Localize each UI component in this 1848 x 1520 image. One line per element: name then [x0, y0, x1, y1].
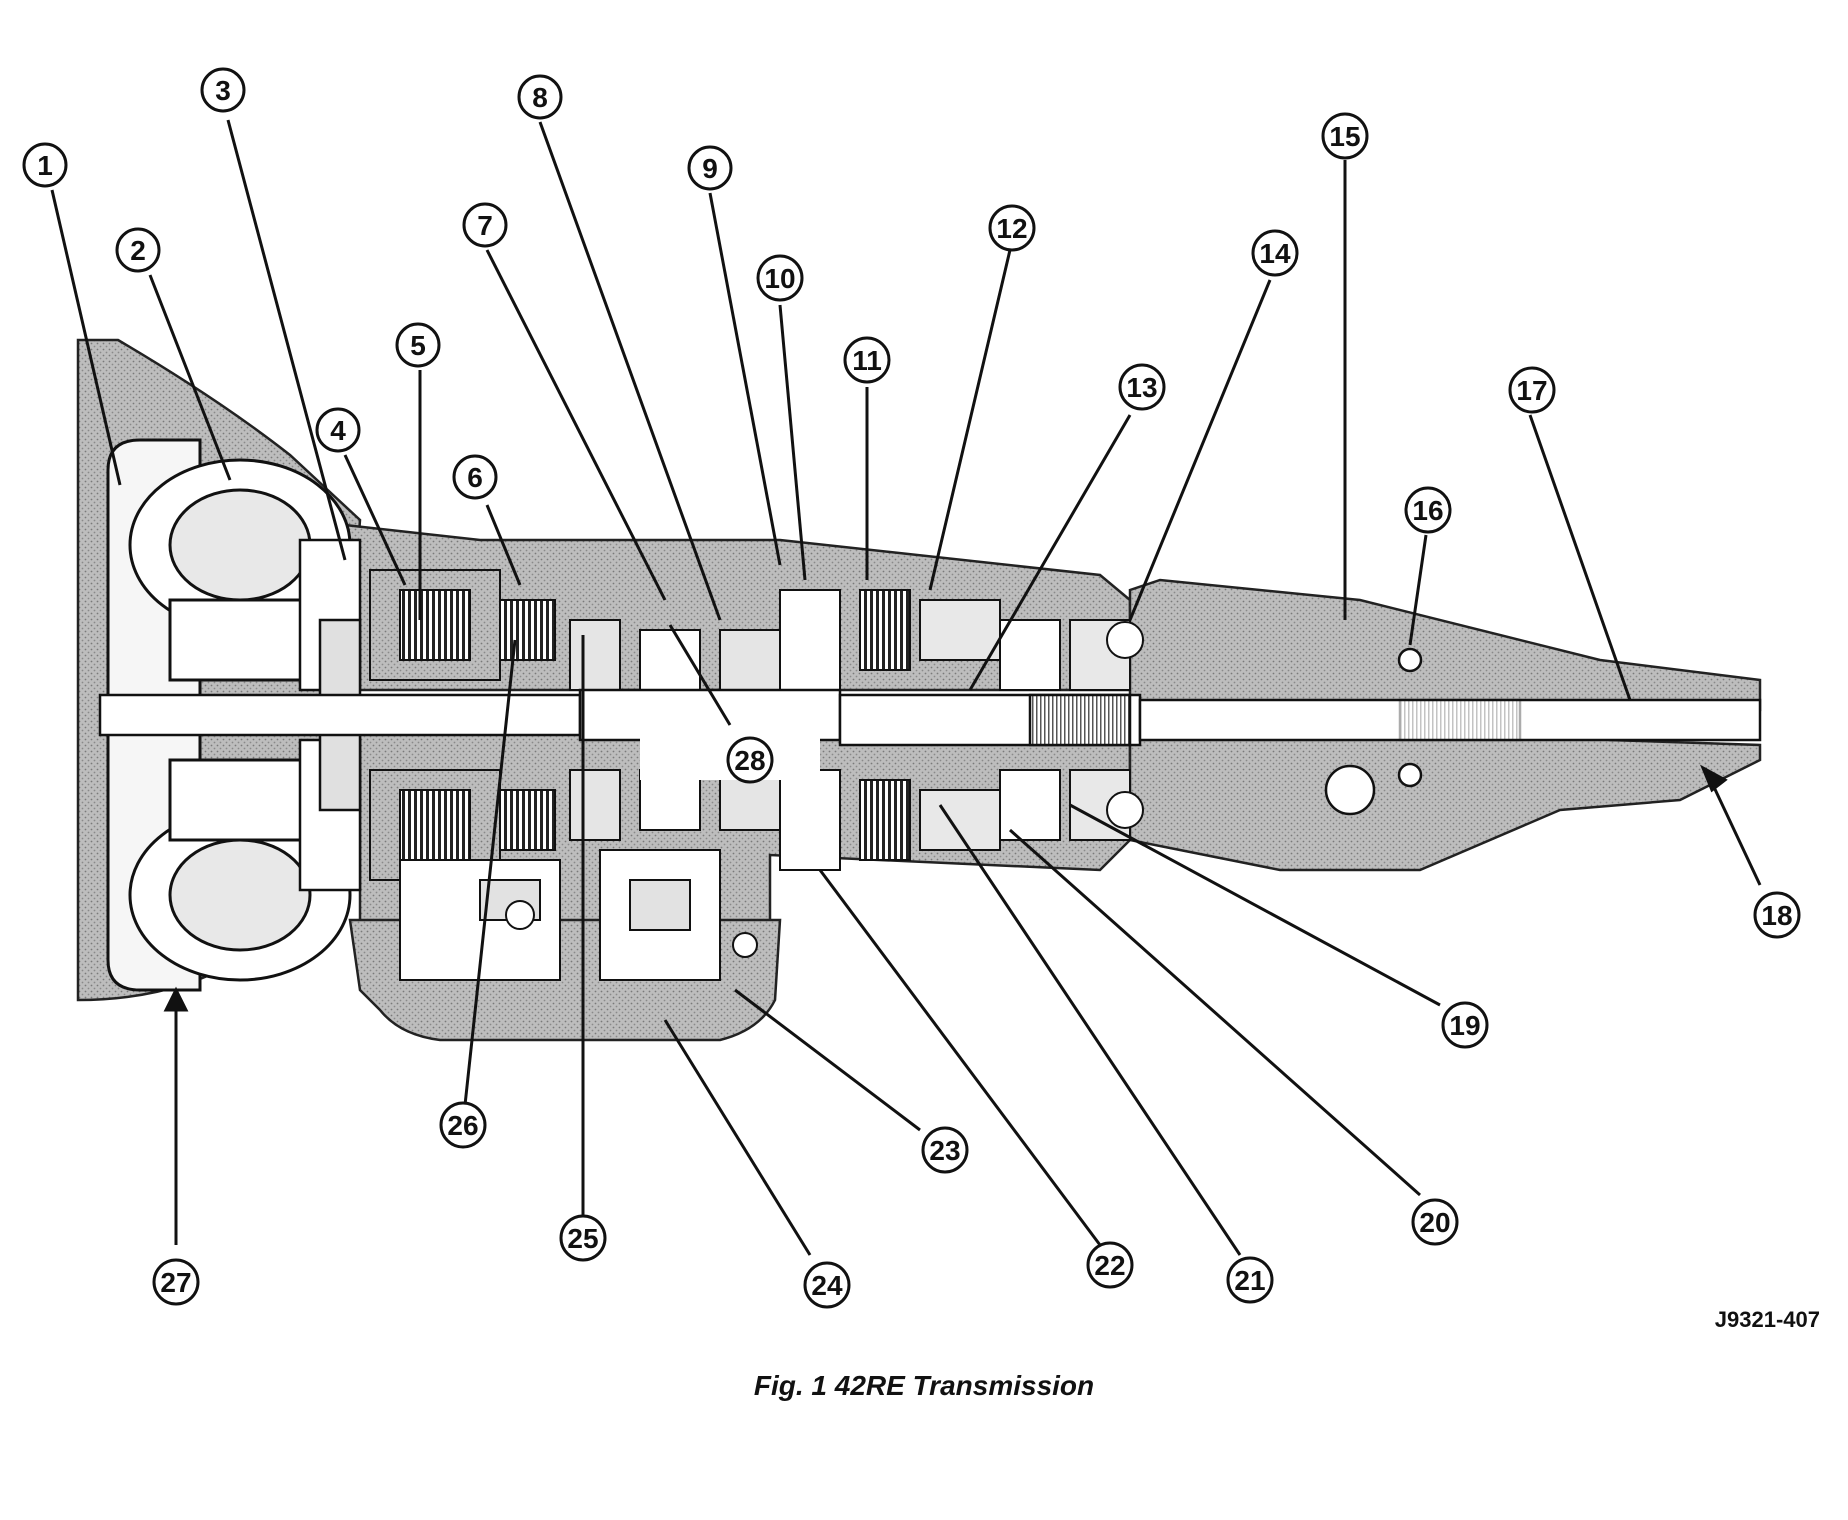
svg-text:8: 8 [532, 82, 548, 113]
leader-16 [1408, 534, 1428, 646]
callout-9: 9 [687, 145, 733, 191]
leader-19 [1069, 803, 1441, 1007]
svg-text:15: 15 [1329, 121, 1360, 152]
overdrive-clutch-lower [859, 779, 911, 861]
leader-20 [1009, 828, 1421, 1197]
callout-10: 10 [756, 254, 804, 302]
callout-12: 12 [988, 204, 1036, 252]
leader-10 [778, 304, 807, 581]
leader-26 [463, 639, 517, 1106]
svg-text:7: 7 [477, 210, 493, 241]
leader-28 [668, 624, 732, 726]
callout-17: 17 [1508, 366, 1556, 414]
leader-2 [148, 274, 232, 481]
callout-23: 23 [921, 1126, 969, 1174]
callout-6: 6 [452, 454, 498, 500]
callout-11: 11 [843, 336, 891, 384]
callout-markers: 1 2 3 4 5 6 7 8 9 10 11 12 13 14 15 16 1… [22, 67, 1801, 1309]
rear-clutch-upper [499, 599, 556, 661]
leader-23 [734, 988, 921, 1132]
svg-text:1: 1 [37, 150, 53, 181]
svg-text:4: 4 [330, 415, 346, 446]
leader-3 [226, 119, 347, 561]
svg-text:10: 10 [764, 263, 795, 294]
leader-13 [968, 414, 1132, 691]
svg-text:12: 12 [996, 213, 1027, 244]
svg-text:21: 21 [1234, 1265, 1265, 1296]
svg-text:11: 11 [852, 345, 882, 376]
svg-text:16: 16 [1412, 495, 1443, 526]
leader-12 [928, 249, 1012, 591]
leader-8 [538, 121, 722, 621]
front-clutch-lower [399, 789, 471, 861]
overdrive-clutch-upper [859, 589, 911, 671]
rear-clutch-lower [499, 789, 556, 851]
callout-3: 3 [200, 67, 246, 113]
callout-21: 21 [1226, 1256, 1274, 1304]
callout-7: 7 [462, 202, 508, 248]
callout-27: 27 [152, 1258, 200, 1306]
svg-text:27: 27 [160, 1267, 191, 1298]
leader-17 [1528, 414, 1632, 701]
leader-4 [343, 454, 407, 586]
callout-13: 13 [1118, 363, 1166, 411]
svg-text:19: 19 [1449, 1010, 1480, 1041]
svg-text:2: 2 [130, 235, 146, 266]
callout-20: 20 [1411, 1198, 1459, 1246]
callout-16: 16 [1404, 486, 1452, 534]
svg-text:25: 25 [567, 1223, 598, 1254]
svg-text:18: 18 [1761, 900, 1792, 931]
leader-22 [818, 869, 1102, 1246]
callout-26: 26 [439, 1101, 487, 1149]
svg-text:28: 28 [734, 745, 765, 776]
callout-19: 19 [1441, 1001, 1489, 1049]
extension-bearing-upper [1397, 647, 1423, 673]
callout-18: 18 [1753, 891, 1801, 939]
clutch-packs [369, 569, 556, 881]
input-shaft [98, 693, 582, 737]
callout-4: 4 [315, 407, 361, 453]
overdrive-unit [779, 589, 1144, 871]
svg-text:24: 24 [811, 1270, 843, 1301]
leader-24 [663, 1019, 812, 1256]
svg-text:3: 3 [215, 75, 231, 106]
oil-pump [298, 538, 362, 892]
svg-text:20: 20 [1419, 1207, 1450, 1238]
output-shaft-spline [1028, 693, 1132, 747]
callout-1: 1 [22, 142, 68, 188]
leader-6 [485, 504, 522, 586]
callout-24: 24 [803, 1261, 851, 1309]
leader-14 [1128, 279, 1272, 621]
front-clutch-upper [399, 589, 471, 661]
svg-text:26: 26 [447, 1110, 478, 1141]
callout-14: 14 [1251, 229, 1299, 277]
callout-25: 25 [559, 1214, 607, 1262]
svg-text:6: 6 [467, 462, 483, 493]
leader-7 [485, 249, 667, 601]
callout-5: 5 [395, 322, 441, 368]
leader-21 [938, 804, 1242, 1256]
callout-22: 22 [1086, 1241, 1134, 1289]
callout-8: 8 [517, 74, 563, 120]
svg-text:23: 23 [929, 1135, 960, 1166]
callout-2: 2 [115, 227, 161, 273]
leader-1 [50, 189, 122, 486]
extension-bearing-lower [1397, 762, 1423, 788]
svg-text:22: 22 [1094, 1250, 1125, 1281]
svg-text:17: 17 [1516, 375, 1547, 406]
svg-text:14: 14 [1259, 238, 1291, 269]
leader-9 [708, 192, 782, 566]
svg-text:5: 5 [410, 330, 426, 361]
leader-lines [50, 119, 1762, 1256]
svg-text:9: 9 [702, 153, 718, 184]
callout-28: 28 [726, 736, 774, 784]
svg-text:13: 13 [1126, 372, 1157, 403]
callout-15: 15 [1321, 112, 1369, 160]
figure-caption: Fig. 1 42RE Transmission [753, 1370, 1095, 1401]
figure-id-code: J9321-407 [1714, 1307, 1820, 1332]
